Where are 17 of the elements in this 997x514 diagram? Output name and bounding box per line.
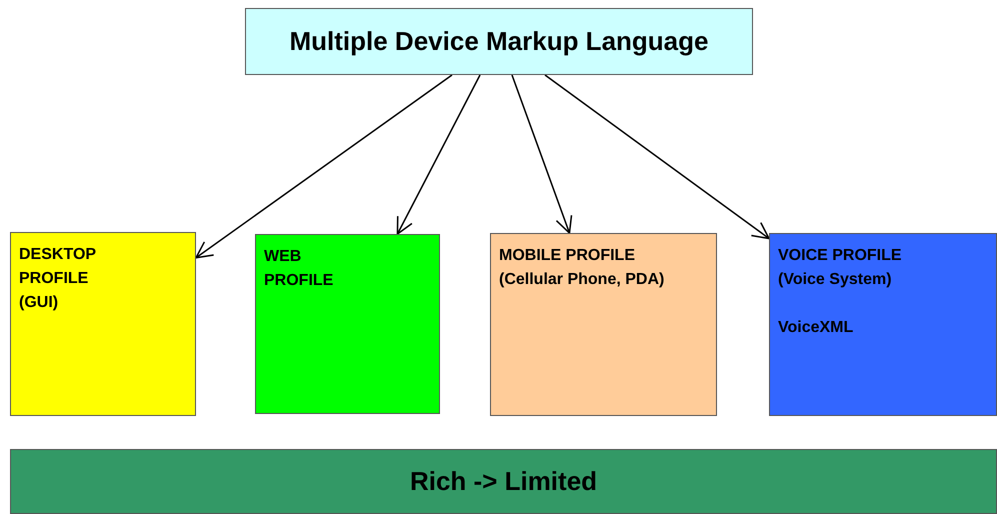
heading: Multiple Device Markup Language	[290, 26, 708, 58]
profile-box	[490, 233, 717, 416]
profile-label: DESKTOP PROFILE (GUI)	[19, 245, 97, 313]
arrow	[511, 74, 572, 234]
technology-label: VoiceXML	[778, 318, 854, 338]
arrow	[195, 74, 452, 258]
profile-box	[255, 234, 440, 414]
heading: Rich -> Limited	[410, 466, 598, 498]
profile-label: VOICE PROFILE (Voice System)	[778, 246, 903, 290]
profile-box	[769, 233, 997, 416]
arrow	[396, 74, 481, 235]
profile-box	[10, 232, 196, 416]
profile-label: WEB PROFILE	[264, 247, 334, 291]
arrow	[544, 74, 770, 240]
range-band	[10, 449, 997, 514]
profile-label: MOBILE PROFILE (Cellular Phone, PDA)	[499, 246, 666, 290]
title-box	[245, 8, 753, 75]
